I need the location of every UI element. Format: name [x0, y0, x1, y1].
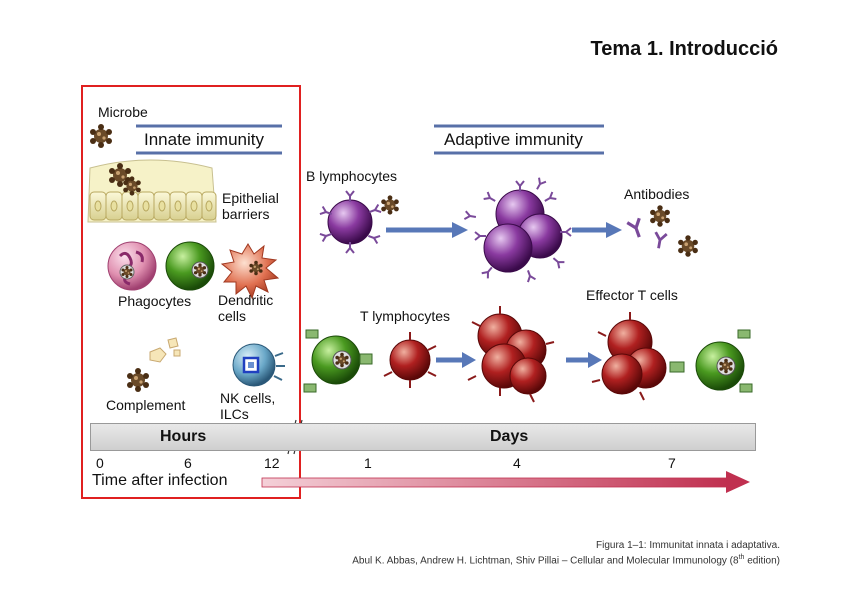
- tick-12h: 12: [264, 455, 280, 471]
- dendritic-cells-label: Dendritic cells: [218, 292, 274, 324]
- innate-header-rule: [136, 124, 282, 155]
- t-cell-clones-illustration: [467, 306, 555, 403]
- epithelial-barrier-illustration: [87, 159, 217, 223]
- days-label: Days: [490, 428, 529, 445]
- adaptive-header-rule: [434, 124, 604, 155]
- phagocytes-illustration: [107, 241, 215, 291]
- innate-immunity-header: Innate immunity: [138, 130, 270, 150]
- antibodies-illustration: [625, 205, 698, 257]
- epithelial-barriers-label: Epithelial barriers: [222, 190, 279, 222]
- complement-illustration: [127, 337, 181, 392]
- time-arrow: [261, 471, 750, 493]
- timeline-bar: [90, 423, 756, 451]
- innate-frame: [81, 85, 301, 499]
- nk-cell-illustration: [232, 343, 285, 387]
- tick-7d: 7: [668, 455, 676, 471]
- hours-label: Hours: [160, 428, 207, 445]
- b-arrow-2: [572, 222, 622, 238]
- t-lymphocyte-illustration: [383, 332, 437, 388]
- figure-caption: Figura 1–1: Immunitat innata i adaptativ…: [596, 540, 780, 551]
- plasma-cells-illustration: [463, 176, 572, 284]
- tick-4d: 4: [513, 455, 521, 471]
- b-lymphocytes-label: B lymphocytes: [306, 168, 398, 184]
- b-arrow-1: [386, 222, 468, 238]
- complement-label: Complement: [106, 397, 186, 413]
- t-arrow-1: [436, 352, 476, 368]
- macrophage-right-illustration: [669, 329, 753, 393]
- dendritic-cell-illustration: [220, 243, 280, 300]
- t-lymphocytes-label: T lymphocytes: [360, 308, 450, 324]
- t-arrow-2: [566, 352, 602, 368]
- figure-citation: Abul K. Abbas, Andrew H. Lichtman, Shiv …: [352, 554, 780, 567]
- tick-0h: 0: [96, 455, 104, 471]
- adaptive-immunity-header: Adaptive immunity: [438, 130, 589, 150]
- tick-1d: 1: [364, 455, 372, 471]
- tick-6h: 6: [184, 455, 192, 471]
- page-title: Tema 1. Introducció: [590, 38, 778, 60]
- b-lymphocyte-illustration: [318, 190, 399, 254]
- effector-t-cells-illustration: [591, 312, 667, 401]
- nk-cells-label: NK cells, ILCs: [220, 390, 276, 422]
- phagocytes-label: Phagocytes: [118, 293, 192, 309]
- microbe-label: Microbe: [98, 104, 148, 120]
- effector-t-cells-label: Effector T cells: [586, 287, 678, 303]
- time-after-infection-label: Time after infection: [92, 472, 228, 489]
- antibodies-label: Antibodies: [624, 186, 690, 202]
- macrophage-left-illustration: [303, 329, 373, 393]
